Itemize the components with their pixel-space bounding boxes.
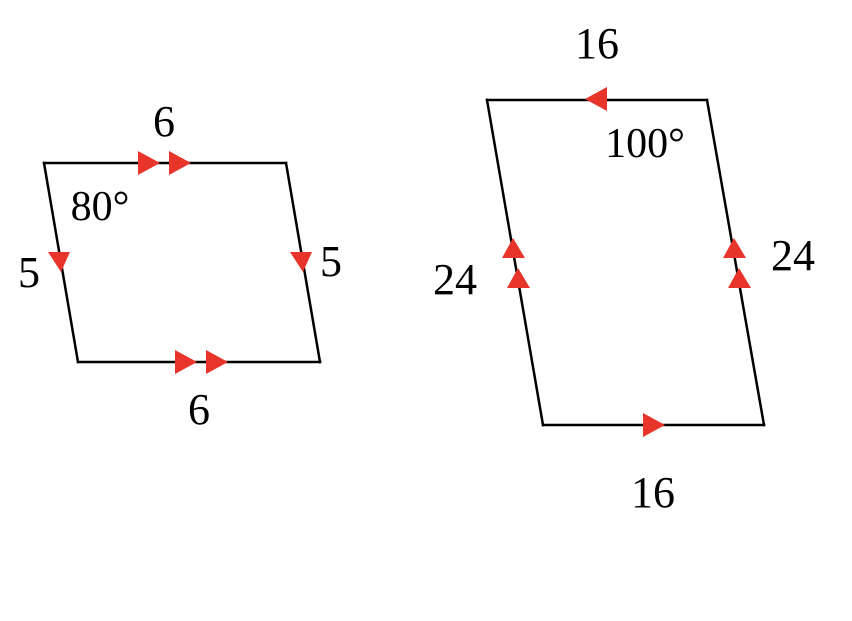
- left-right-length-label: 5: [320, 237, 342, 286]
- right-right-edge: [705, 98, 766, 427]
- right-right-arrow-1: [723, 238, 746, 258]
- left-bottom-length-label: 6: [188, 385, 210, 434]
- right-bottom-length-label: 16: [631, 468, 675, 517]
- left-top-arrow-2: [169, 151, 191, 175]
- left-left-arrow: [48, 252, 70, 272]
- right-top-arrow: [585, 87, 607, 111]
- left-left-length-label: 5: [18, 248, 40, 297]
- right-left-arrow-1: [502, 238, 525, 258]
- left-angle-label: 80°: [71, 184, 130, 230]
- left-parallelogram: 6 6 5 5 80°: [18, 97, 342, 434]
- right-right-length-label: 24: [771, 231, 815, 280]
- left-top-length-label: 6: [153, 97, 175, 146]
- left-top-arrow-1: [138, 151, 160, 175]
- right-left-arrow-2: [507, 268, 530, 288]
- right-left-edge: [485, 98, 545, 427]
- right-angle-label: 100°: [605, 121, 685, 167]
- left-right-arrow: [290, 252, 312, 272]
- left-bottom-arrow-1: [175, 350, 197, 374]
- left-bottom-arrow-2: [206, 350, 228, 374]
- right-top-length-label: 16: [575, 19, 619, 68]
- right-bottom-arrow: [643, 413, 665, 437]
- right-parallelogram: 16 16 24 24 100°: [433, 19, 815, 517]
- right-left-length-label: 24: [433, 255, 477, 304]
- right-right-arrow-2: [728, 268, 751, 288]
